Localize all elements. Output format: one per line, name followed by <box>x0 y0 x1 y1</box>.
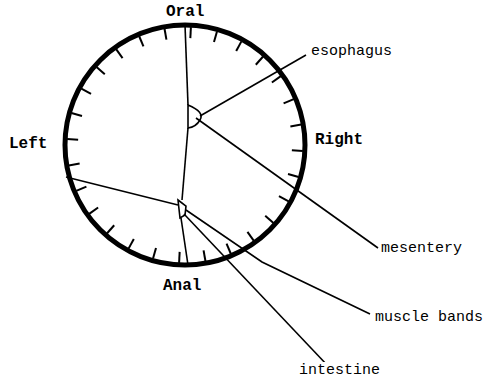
mesentery-line <box>66 177 178 205</box>
orientation-label: Right <box>314 132 364 149</box>
tick-mark <box>204 250 206 261</box>
orientation-label: Oral <box>165 4 205 21</box>
tick-mark <box>272 76 281 82</box>
tick-mark <box>189 27 192 38</box>
tick-mark <box>290 125 301 127</box>
leader-line <box>186 210 370 314</box>
part-label: mesentery <box>380 240 463 257</box>
part-label: esophagus <box>310 43 393 60</box>
tick-mark <box>153 248 156 259</box>
tick-mark <box>81 89 91 94</box>
tick-mark <box>214 31 217 42</box>
orientation-label: Anal <box>162 278 202 295</box>
tick-mark <box>256 57 263 65</box>
tick-mark <box>292 149 303 152</box>
tick-mark <box>165 29 167 40</box>
part-label: muscle bands <box>374 309 484 326</box>
orientation-label: Left <box>8 136 48 153</box>
leader-line <box>184 214 328 366</box>
axis-line <box>181 218 188 265</box>
tick-mark <box>279 196 289 201</box>
tick-mark <box>284 99 294 103</box>
tick-mark <box>116 49 122 58</box>
tick-mark <box>236 41 241 51</box>
tick-mark <box>129 239 134 249</box>
tick-mark <box>69 164 80 166</box>
tick-mark <box>139 36 143 46</box>
tick-mark <box>89 207 98 213</box>
dish-outline <box>65 25 305 265</box>
leader-line <box>196 118 378 248</box>
tick-mark <box>107 225 114 233</box>
tick-mark <box>178 252 181 263</box>
part-label: intestine <box>298 362 381 379</box>
tick-mark <box>71 113 82 116</box>
tick-mark <box>76 187 86 191</box>
tick-mark <box>247 232 253 241</box>
axis-line <box>182 128 188 200</box>
tick-mark <box>265 216 273 223</box>
leader-line <box>200 55 306 116</box>
axis-line <box>185 25 188 105</box>
tick-mark <box>288 174 299 177</box>
tick-mark <box>97 67 105 74</box>
tick-marks <box>67 27 303 263</box>
esophagus-shape <box>188 105 201 128</box>
tick-mark <box>67 138 78 141</box>
tick-mark <box>227 244 231 254</box>
